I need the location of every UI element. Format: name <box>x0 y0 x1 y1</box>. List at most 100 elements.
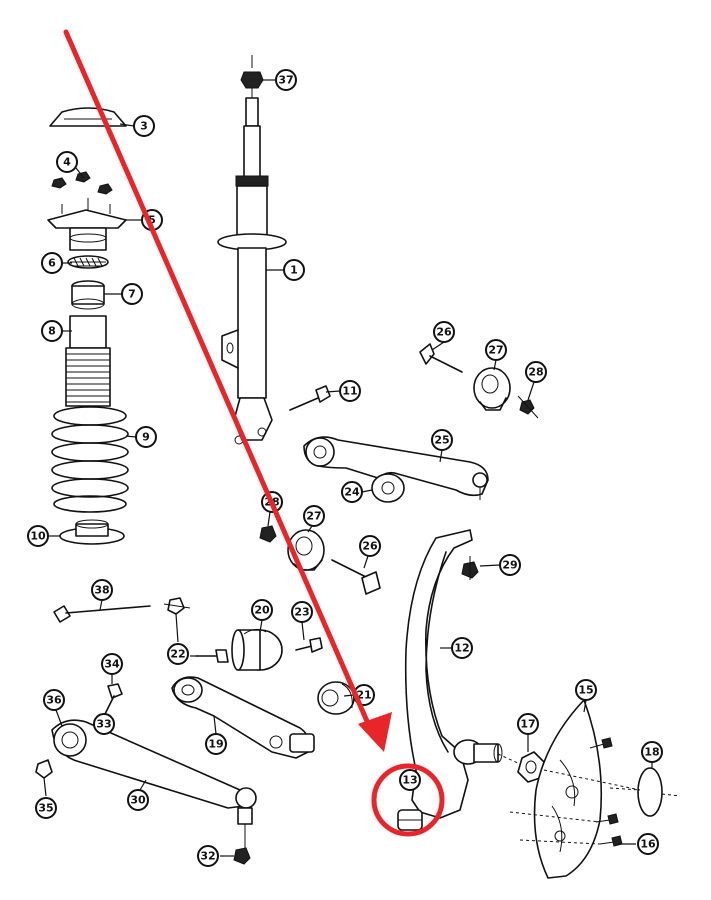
svg-text:28: 28 <box>528 366 543 379</box>
svg-text:10: 10 <box>30 530 46 543</box>
lower-control-arm-part <box>171 676 315 759</box>
svg-text:21: 21 <box>356 689 371 702</box>
steering-knuckle-part <box>404 529 503 819</box>
svg-text:12: 12 <box>454 642 469 655</box>
callout-34: 34 <box>101 653 123 675</box>
svg-text:13: 13 <box>402 774 417 787</box>
svg-text:17: 17 <box>520 718 535 731</box>
svg-text:29: 29 <box>502 559 517 572</box>
callout-3: 3 <box>133 115 155 137</box>
jounce-bumper-part <box>71 280 105 310</box>
cover-plate-part <box>609 767 681 817</box>
nut-lower-part <box>259 525 277 543</box>
svg-text:18: 18 <box>644 746 659 759</box>
callout-13: 13 <box>399 769 421 791</box>
callout-19: 19 <box>205 733 227 755</box>
upper-control-arm-part <box>303 436 489 503</box>
svg-text:6: 6 <box>48 257 56 270</box>
top-mount-cap-part <box>49 107 127 127</box>
svg-text:25: 25 <box>434 434 449 447</box>
callout-22: 22 <box>167 643 189 665</box>
red-annotation <box>63 29 445 837</box>
callout-15: 15 <box>575 679 597 701</box>
callout-4: 4 <box>56 151 78 173</box>
cam-bolt-lower-part <box>331 559 381 595</box>
svg-text:7: 7 <box>128 288 136 301</box>
svg-text:22: 22 <box>170 648 185 661</box>
callout-18: 18 <box>641 741 663 763</box>
nut-35-part <box>35 759 53 779</box>
callout-29: 29 <box>499 554 521 576</box>
callout-32: 32 <box>197 845 219 867</box>
callout-27-upper: 27 <box>485 339 507 361</box>
svg-text:15: 15 <box>578 684 593 697</box>
svg-text:35: 35 <box>38 802 53 815</box>
bolt-23-part <box>295 637 323 653</box>
lower-arm-bushing-part <box>317 681 355 715</box>
svg-text:19: 19 <box>208 738 223 751</box>
svg-text:32: 32 <box>200 850 215 863</box>
callout-7: 7 <box>121 283 143 305</box>
callout-24: 24 <box>341 481 363 503</box>
strut-bolt-part <box>289 385 331 411</box>
callout-35: 35 <box>35 797 57 819</box>
svg-text:38: 38 <box>94 584 109 597</box>
svg-text:26: 26 <box>436 326 452 339</box>
nut-32-part <box>233 847 251 865</box>
tension-strut-bushing-part <box>231 628 283 671</box>
long-bolt-part <box>53 605 151 623</box>
callout-20: 20 <box>251 599 273 621</box>
callout-30: 30 <box>127 789 149 811</box>
callout-38: 38 <box>91 579 113 601</box>
dust-shield-part <box>533 699 603 879</box>
svg-text:27: 27 <box>306 510 321 523</box>
tension-strut-part <box>51 719 257 848</box>
callout-9: 9 <box>135 426 157 448</box>
nut-upper-part <box>517 395 539 419</box>
bolt-22-part <box>195 649 229 663</box>
callout-23: 23 <box>291 601 313 623</box>
callout-28-upper: 28 <box>525 361 547 383</box>
nut-29-part <box>461 556 479 580</box>
bolt-33-part <box>103 683 123 717</box>
svg-text:5: 5 <box>148 214 156 227</box>
callout-26-lower: 26 <box>359 535 381 557</box>
callout-8: 8 <box>41 320 63 342</box>
svg-text:4: 4 <box>63 156 71 169</box>
callout-1: 1 <box>283 259 305 281</box>
svg-text:34: 34 <box>104 658 120 671</box>
svg-text:26: 26 <box>362 540 378 553</box>
callout-11: 11 <box>339 380 361 402</box>
svg-text:36: 36 <box>46 694 62 707</box>
lower-spring-seat-part <box>59 519 125 545</box>
callout-27-lower: 27 <box>303 505 325 527</box>
svg-text:23: 23 <box>294 606 309 619</box>
svg-text:24: 24 <box>344 486 360 499</box>
svg-text:27: 27 <box>488 344 503 357</box>
shock-strut-part <box>217 88 287 445</box>
callout-16: 16 <box>637 833 659 855</box>
callout-33: 33 <box>93 713 115 735</box>
svg-text:16: 16 <box>640 838 656 851</box>
nut-22-part <box>163 597 191 615</box>
svg-text:9: 9 <box>142 431 150 444</box>
callout-10: 10 <box>27 525 49 547</box>
svg-text:1: 1 <box>290 264 298 277</box>
callout-26-upper: 26 <box>433 321 455 343</box>
callout-36: 36 <box>43 689 65 711</box>
leader-lines <box>43 79 653 857</box>
coil-spring-part <box>51 406 129 513</box>
center-lines <box>497 753 641 845</box>
svg-text:30: 30 <box>130 794 146 807</box>
upper-mount-part <box>47 198 127 251</box>
callout-12: 12 <box>451 637 473 659</box>
svg-text:3: 3 <box>140 120 148 133</box>
bushing-upper-part <box>473 367 511 411</box>
strut-nut-part <box>240 55 264 89</box>
svg-text:8: 8 <box>48 325 56 338</box>
callout-37: 37 <box>275 69 297 91</box>
callout-17: 17 <box>517 713 539 735</box>
red-arrow-head <box>358 712 392 752</box>
svg-text:11: 11 <box>342 385 357 398</box>
